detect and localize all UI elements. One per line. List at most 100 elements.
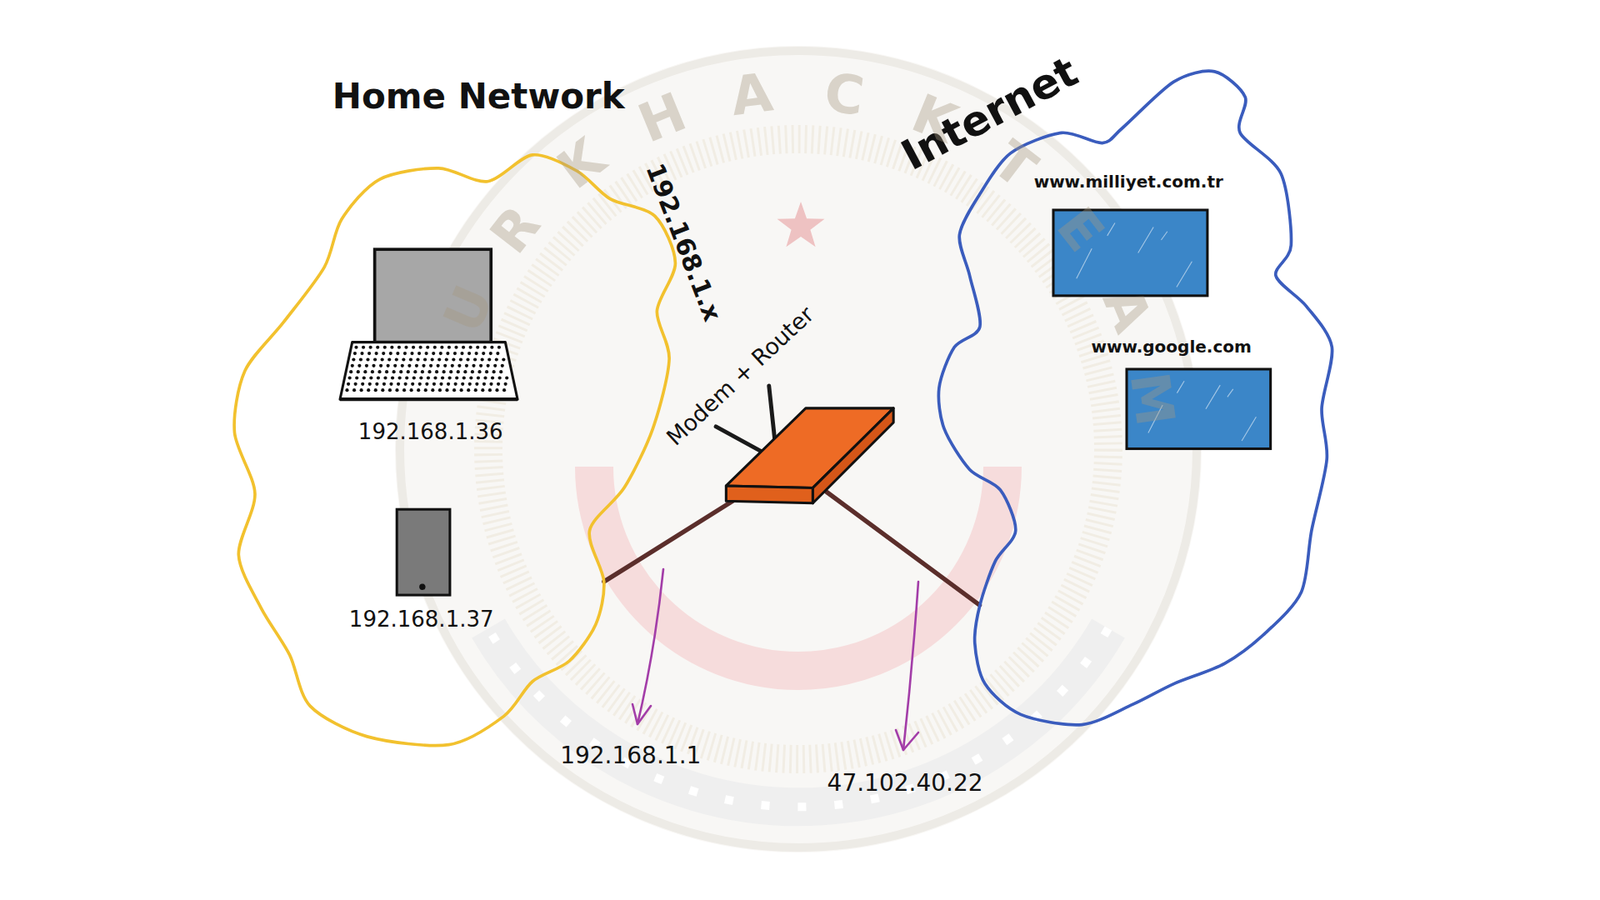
keyboard-key (459, 357, 463, 361)
keyboard-key (438, 388, 442, 392)
keyboard-key (409, 357, 413, 361)
keyboard-key (346, 381, 350, 385)
keyboard-key (347, 375, 351, 380)
keyboard-key (473, 388, 477, 392)
watermark-star-band (488, 628, 1109, 807)
network-cable (826, 491, 980, 605)
keyboard-key (497, 345, 501, 349)
screen-scratch (1241, 417, 1256, 442)
keyboard-key (437, 357, 441, 361)
keyboard-key (369, 375, 373, 380)
keyboard-key (488, 351, 492, 355)
keyboard-key (438, 351, 442, 355)
keyboard-key (423, 388, 427, 392)
watermark-binary-ring (488, 139, 1109, 760)
keyboard-key (397, 345, 401, 349)
laptop-keyboard (340, 341, 518, 400)
phone-body (396, 509, 450, 595)
pointer-head (632, 704, 651, 725)
keyboard-key (482, 345, 486, 349)
keyboard-key (429, 363, 433, 367)
keyboard-key (368, 345, 372, 349)
keyboard-key (488, 388, 492, 392)
keyboard-key (376, 375, 380, 380)
keyboard-key (375, 381, 379, 385)
keyboard-key (361, 375, 365, 380)
keyboard-key (401, 357, 405, 361)
keyboard-key (425, 345, 430, 349)
keyboard-key (433, 375, 437, 380)
router-antenna (716, 426, 762, 451)
keyboard-key (435, 363, 440, 367)
keyboard-key (353, 381, 357, 385)
watermark-emblem (395, 45, 1202, 853)
keyboard-key (395, 388, 399, 392)
keyboard-key (411, 375, 415, 380)
screen-scratch (1176, 261, 1192, 288)
keyboard-key (355, 370, 360, 374)
keyboard-key (394, 357, 398, 361)
keyboard-key (467, 381, 471, 385)
keyboard-key (445, 388, 449, 392)
screen-scratch (1075, 249, 1091, 280)
home-network-cloud: Home Network192.168.1.36192.168.1.37 (232, 150, 678, 750)
home-network-cloud-shape (232, 150, 678, 750)
keyboard-key (391, 370, 395, 374)
keyboard-key (352, 388, 356, 392)
router-face (726, 485, 814, 504)
screen-scratch (1148, 405, 1163, 433)
keyboard-key (461, 375, 465, 380)
keyboard-key (360, 381, 365, 385)
keyboard-key (415, 363, 419, 367)
keyboard-key (424, 351, 428, 355)
pointer-head (895, 730, 919, 750)
keyboard-key (371, 363, 375, 367)
keyboard-key (365, 363, 369, 367)
keyboard-key (447, 345, 451, 349)
keyboard-key (404, 345, 408, 349)
website-screen (1126, 369, 1271, 450)
website-url: www.google.com (1091, 337, 1252, 357)
keyboard-key (388, 351, 392, 355)
network-heading: Home Network (332, 76, 625, 117)
keyboard-key (370, 370, 375, 374)
keyboard-key (495, 351, 500, 355)
keyboard-key (505, 375, 509, 380)
keyboard-key (452, 388, 456, 392)
screen-scratch (1137, 227, 1153, 254)
keyboard-key (502, 388, 506, 392)
keyboard-key (353, 351, 357, 355)
keyboard-key (431, 351, 435, 355)
keyboard-key (455, 370, 460, 374)
internet-cloud: Internetwww.milliyet.com.trwww.google.co… (935, 67, 1335, 729)
keyboard-key (500, 363, 504, 367)
keyboard-key (430, 357, 434, 361)
keyboard-key (405, 370, 410, 374)
router-face (813, 408, 895, 504)
keyboard-key (399, 370, 403, 374)
network-heading: Internet (894, 48, 1086, 181)
keyboard-key (367, 351, 371, 355)
keyboard-key (387, 357, 391, 361)
keyboard-key (496, 381, 500, 385)
keyboard-key (349, 370, 353, 374)
keyboard-key (451, 357, 455, 361)
keyboard-key (467, 351, 471, 355)
pointer-arrow (632, 569, 664, 725)
phone-button (419, 583, 425, 590)
keyboard-key (383, 375, 387, 380)
keyboard-key (460, 351, 464, 355)
keyboard-key (503, 381, 507, 385)
keyboard-key (444, 357, 448, 361)
keyboard-key (446, 381, 450, 385)
watermark-star (777, 201, 825, 247)
keyboard-key (495, 388, 499, 392)
cloud-outline (234, 155, 675, 746)
keyboard-key (480, 357, 484, 361)
pointer-shaft (903, 581, 919, 750)
keyboard-key (411, 345, 415, 349)
keyboard-key (430, 388, 435, 392)
keyboard-key (385, 363, 390, 367)
